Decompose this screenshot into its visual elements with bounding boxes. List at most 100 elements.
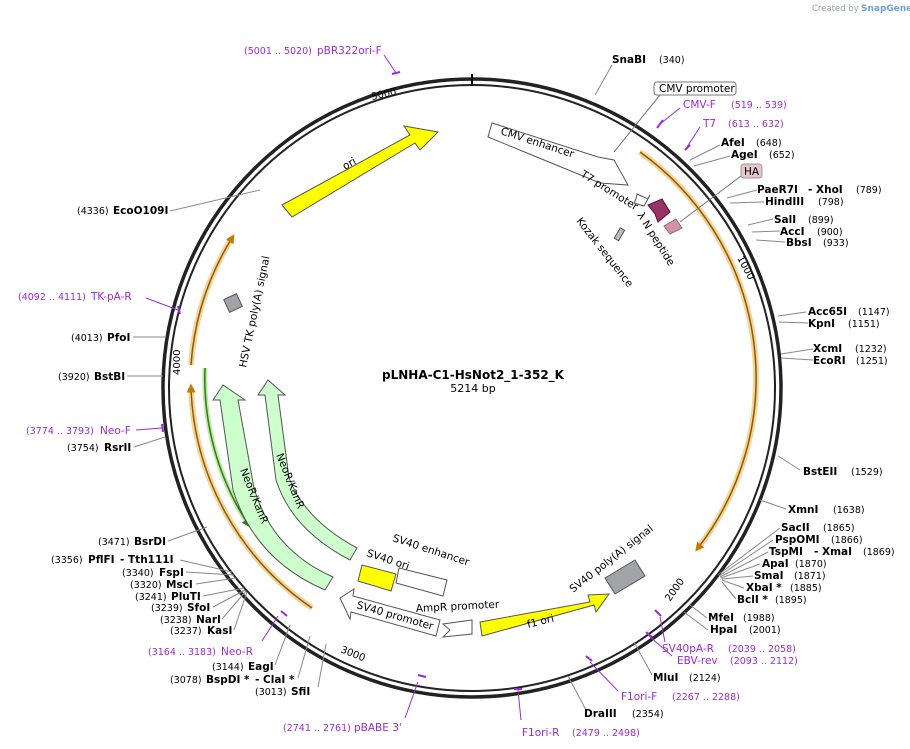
plasmid-name: pLNHA-C1-HsNot2_1-352_K	[382, 368, 565, 383]
primer-cmv-f[interactable]: CMV-F	[683, 99, 716, 111]
site-sfii[interactable]: SfiI	[291, 686, 310, 698]
site-bbsi[interactable]: BbsI	[786, 237, 812, 249]
kozak-label: Kozak sequence	[574, 215, 636, 289]
site-smai[interactable]: SmaI	[754, 570, 784, 582]
primers: (5001 .. 5020) pBR322ori-F CMV-F (519 ..…	[18, 45, 798, 739]
site-paer7i[interactable]: PaeR7I	[757, 184, 798, 196]
sv40-ori-feature[interactable]	[357, 564, 397, 592]
site-xbai[interactable]: XbaI *	[746, 582, 782, 594]
svg-text:(1895): (1895)	[775, 595, 807, 606]
primer-f1ori-r[interactable]: F1ori-R	[522, 727, 559, 739]
svg-text:(3754): (3754)	[67, 443, 99, 454]
site-bsteii[interactable]: BstEII	[803, 466, 837, 478]
site-bcli[interactable]: BclI *	[737, 594, 768, 606]
primer-t7[interactable]: T7	[702, 118, 716, 130]
svg-text:(1866): (1866)	[831, 535, 863, 546]
site-acci[interactable]: AccI	[780, 226, 804, 238]
svg-text:(3078): (3078)	[170, 675, 202, 686]
ampr-promoter-label: AmpR promoter	[416, 599, 501, 615]
svg-text:(1529): (1529)	[851, 467, 883, 478]
lambda-n-feature[interactable]	[647, 198, 671, 223]
ha-tag	[740, 163, 763, 179]
site-bsrdi[interactable]: BsrDI	[134, 536, 166, 548]
svg-text:(1638): (1638)	[833, 505, 865, 516]
orf-arc	[639, 151, 757, 552]
site-tspmi[interactable]: TspMI	[769, 546, 803, 558]
neor-feature-2[interactable]	[212, 384, 334, 591]
svg-text:(899): (899)	[808, 215, 834, 226]
primer-pbabe3[interactable]: pBABE 3'	[354, 722, 402, 734]
hsv-tk-polya-feature[interactable]	[223, 293, 243, 313]
site-pspomi[interactable]: PspOMI	[775, 534, 820, 546]
site-bstbi[interactable]: BstBI	[94, 371, 125, 383]
site-ecoo109i[interactable]: EcoO109I	[113, 205, 168, 217]
site-msci[interactable]: MscI	[166, 579, 193, 591]
site-mlui[interactable]: MluI	[653, 672, 678, 684]
site-xmni[interactable]: XmnI	[788, 504, 818, 516]
svg-text:(4336): (4336)	[77, 206, 109, 217]
neor-feature-1[interactable]	[257, 379, 358, 561]
site-draiii[interactable]: DraIII	[584, 708, 617, 720]
primer-pbr322ori-f[interactable]: pBR322ori-F	[317, 45, 382, 57]
ha-feature[interactable]	[663, 218, 683, 235]
svg-text:(2001): (2001)	[749, 625, 781, 636]
primer-ebv-rev[interactable]: EBV-rev	[677, 655, 718, 667]
site-acc65i[interactable]: Acc65I	[808, 306, 847, 318]
site-pluti[interactable]: PluTI	[171, 591, 201, 603]
site-hindiii[interactable]: HindIII	[765, 196, 804, 208]
svg-text:(3774 .. 3793): (3774 .. 3793)	[26, 426, 94, 437]
sites-right: SnaBI (340) AfeI (648) AgeI (652) PaeR7I…	[567, 54, 895, 720]
site-snabi[interactable]: SnaBI	[612, 54, 646, 66]
site-rsrii[interactable]: RsrII	[104, 442, 131, 454]
svg-text:(3239): (3239)	[151, 603, 183, 614]
site-sali[interactable]: SalI	[774, 214, 796, 226]
svg-text:(2039 .. 2058): (2039 .. 2058)	[728, 644, 796, 655]
svg-text:(3238): (3238)	[160, 615, 192, 626]
sv40-enhancer-feature[interactable]	[395, 567, 448, 597]
primer-neo-r[interactable]: Neo-R	[221, 646, 253, 658]
site-sacii[interactable]: SacII	[781, 522, 810, 534]
primer-f1ori-f[interactable]: F1ori-F	[621, 691, 657, 703]
site-eagi[interactable]: EagI	[248, 661, 274, 673]
t7-promoter-feature[interactable]	[633, 193, 651, 207]
ampr-promoter-feature[interactable]	[441, 619, 473, 638]
lambda-n-label: λ N peptide	[634, 210, 676, 268]
svg-text:(1870): (1870)	[795, 559, 827, 570]
primer-sv40pa-r[interactable]: SV40pA-R	[662, 643, 714, 655]
sv40-polya-feature[interactable]	[604, 559, 646, 595]
site-bspdi[interactable]: BspDI *	[206, 674, 250, 686]
svg-text:(4092 .. 4111): (4092 .. 4111)	[18, 292, 86, 303]
site-hpai[interactable]: HpaI	[710, 624, 737, 636]
primer-neo-f[interactable]: Neo-F	[100, 425, 131, 437]
primer-tk-pa-r[interactable]: TK-pA-R	[90, 291, 132, 303]
site-agei[interactable]: AgeI	[731, 149, 758, 161]
site-apai[interactable]: ApaI	[762, 558, 789, 570]
f1-ori-feature[interactable]	[479, 593, 611, 637]
cmv-enhancer-feature[interactable]	[487, 122, 629, 186]
svg-text:- XhoI: - XhoI	[808, 184, 843, 196]
site-afei[interactable]: AfeI	[721, 137, 745, 149]
site-fspi[interactable]: FspI	[159, 567, 184, 579]
svg-text:(1232): (1232)	[855, 344, 887, 355]
svg-text:(1151): (1151)	[848, 319, 880, 330]
cmv-promoter-box	[653, 81, 737, 96]
sv40-promoter-feature[interactable]	[339, 587, 441, 637]
site-xcmi[interactable]: XcmI	[813, 343, 842, 355]
site-kpni[interactable]: KpnI	[808, 318, 835, 330]
tick-2000: 2000	[663, 577, 687, 604]
site-pflfi[interactable]: PflFI	[88, 554, 115, 566]
svg-text:(4013): (4013)	[71, 333, 103, 344]
svg-text:(3013): (3013)	[255, 687, 287, 698]
site-nari[interactable]: NarI	[196, 614, 221, 626]
svg-text:(3144): (3144)	[212, 662, 244, 673]
cmv-promoter-label: CMV promoter	[659, 83, 735, 95]
snapgene-brand: SnapGene	[861, 4, 910, 14]
site-kasi[interactable]: KasI	[207, 625, 232, 637]
site-mfei[interactable]: MfeI	[708, 612, 734, 624]
site-sfoi[interactable]: SfoI	[187, 602, 210, 614]
ori-feature[interactable]	[281, 125, 440, 218]
site-ecori[interactable]: EcoRI	[813, 355, 846, 367]
svg-text:(3920): (3920)	[58, 372, 90, 383]
cmv-promoter-leader	[613, 94, 661, 153]
neo-orf-arc	[186, 383, 313, 609]
